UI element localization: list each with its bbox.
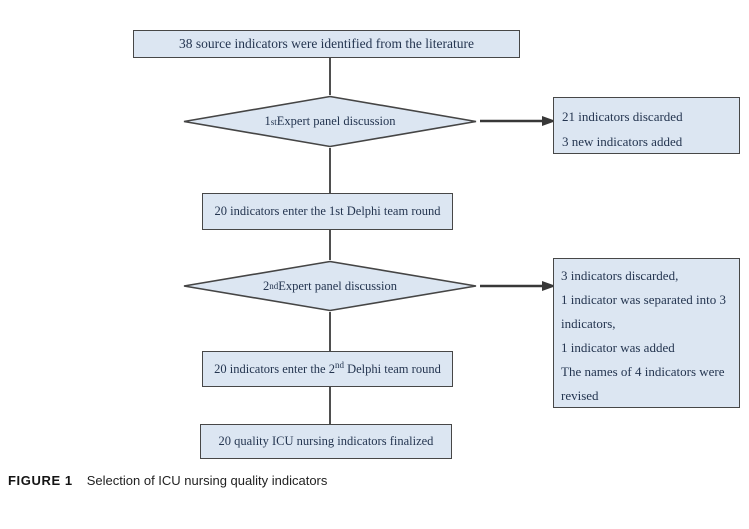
connector-line-3 (329, 230, 331, 260)
flow-box-source-indicators-label: 38 source indicators were identified fro… (178, 36, 474, 51)
outcome-line: 1 indicator was separated into 3 (561, 292, 726, 307)
outcome-line: 21 indicators discarded (562, 109, 683, 124)
flow-box-delphi-round2: 20 indicators enter the 2nd Delphi team … (202, 351, 453, 387)
connector-line-5 (329, 387, 331, 424)
flow-box-delphi-round1: 20 indicators enter the 1st Delphi team … (202, 193, 453, 230)
figure-caption-text: Selection of ICU nursing quality indicat… (86, 473, 328, 488)
figure-caption-number: FIGURE 1 (8, 473, 73, 488)
connector-line-4 (329, 312, 331, 351)
outcome-line: 3 new indicators added (562, 134, 683, 149)
flow-box-finalized-label: 20 quality ICU nursing indicators finali… (218, 434, 434, 448)
right-arrow-icon-1 (480, 116, 556, 126)
diamond-shape-icon (183, 260, 477, 312)
connector-line-1 (329, 58, 331, 95)
flow-box-panel1-outcome: 21 indicators discarded 3 new indicators… (553, 97, 740, 154)
connector-line-2 (329, 148, 331, 193)
outcome-line: 3 indicators discarded, (561, 268, 679, 283)
flow-box-delphi-round1-label: 20 indicators enter the 1st Delphi team … (214, 204, 441, 218)
flow-box-panel2-outcome: 3 indicators discarded, 1 indicator was … (553, 258, 740, 408)
outcome-line: The names of 4 indicators were (561, 364, 725, 379)
figure-caption: FIGURE 1 Selection of ICU nursing quality… (8, 473, 327, 488)
flow-box-finalized: 20 quality ICU nursing indicators finali… (200, 424, 452, 459)
flow-box-source-indicators: 38 source indicators were identified fro… (133, 30, 520, 58)
diamond-shape-icon (183, 95, 477, 148)
outcome-line: indicators, (561, 316, 616, 331)
flow-box-delphi-round2-label: 20 indicators enter the 2nd Delphi team … (214, 359, 441, 376)
outcome-line: revised (561, 388, 599, 403)
right-arrow-icon-2 (480, 281, 556, 291)
outcome-line: 1 indicator was added (561, 340, 675, 355)
